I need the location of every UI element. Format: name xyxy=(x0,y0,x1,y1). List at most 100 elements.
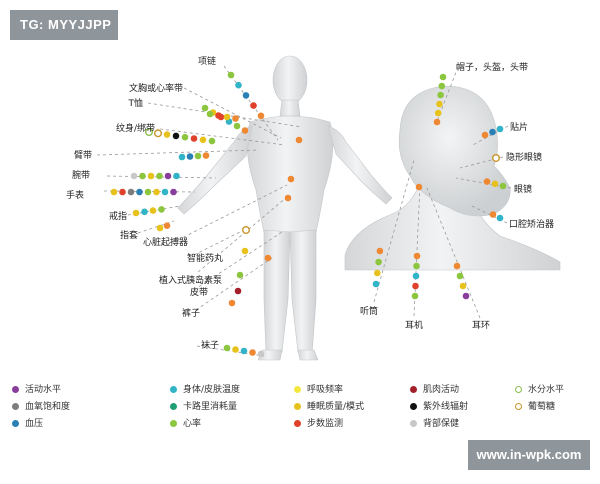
label-necklace: 项链 xyxy=(198,55,216,67)
sensor-dot-earphone-anchor xyxy=(413,252,421,260)
label-socks: 袜子 xyxy=(201,339,219,351)
legend-dot xyxy=(12,403,19,410)
sensor-dot-hat-sleep xyxy=(436,100,443,108)
legend-dot xyxy=(294,386,301,393)
legend-dot xyxy=(410,403,417,410)
label-glasses: 眼镜 xyxy=(514,183,532,195)
sensor-dot-hearing-aid-heart xyxy=(375,258,382,266)
sensor-dot-hearing-aid-sleep xyxy=(374,269,381,277)
sensor-dot-belt-2-muscle xyxy=(234,287,242,295)
sensor-dot-chest-strap-heart xyxy=(201,104,209,112)
label-watch: 手表 xyxy=(66,189,84,201)
label-patch: 贴片 xyxy=(510,121,528,133)
sensor-dot-hat-heart xyxy=(438,82,446,90)
sensor-dot-smart-pill-glucose xyxy=(241,225,250,234)
watermark-badge-bottom: www.in-wpk.com xyxy=(468,440,590,470)
sensor-dot-necklace-temp xyxy=(235,81,242,89)
sensor-dot-wristband-sleep xyxy=(147,172,155,180)
sensor-dot-wristband-activity xyxy=(164,172,172,180)
sensor-dot-arm-band-anchor xyxy=(202,152,210,159)
legend-dot xyxy=(12,386,19,393)
sensor-dot-earphone-heart xyxy=(411,292,419,300)
label-tshirt: T恤 xyxy=(128,97,144,109)
label-mouthguard: 口腔矫治器 xyxy=(509,218,554,230)
sensor-dot-wristband-heart xyxy=(139,172,146,180)
sensor-dot-necklace-steps xyxy=(250,102,257,109)
label-contact-lens: 隐形眼镜 xyxy=(506,151,542,163)
label-smart-pill: 智能药丸 xyxy=(187,252,223,264)
legend-dot xyxy=(410,420,417,427)
sensor-dot-glove-anchor xyxy=(163,222,171,229)
sensor-dot-tattoo-heart xyxy=(208,137,216,145)
sensor-dot-hat-sleep xyxy=(434,109,442,117)
label-wristband: 腕带 xyxy=(72,169,90,181)
sensor-dot-earring-activity xyxy=(462,292,470,300)
sensor-dot-watch-heart xyxy=(144,188,152,196)
sensor-dot-watch-steps xyxy=(119,188,126,196)
sensor-dot-chest-strap-anchor xyxy=(241,127,249,134)
label-chest-strap: 文胸或心率带 xyxy=(129,82,183,94)
label-hearing-aid: 听筒 xyxy=(360,305,378,317)
sensor-dot-pants-anchor xyxy=(228,299,236,307)
sensor-dot-watch-sleep xyxy=(110,188,118,196)
label-glove: 指套 xyxy=(120,229,138,241)
legend: 活动水平 血氧饱和度 血压 身体/皮肤温度 卡路里消耗量 心率 呼吸频率 睡眠质… xyxy=(12,384,600,434)
label-arm-band: 臂带 xyxy=(74,149,92,161)
sensor-dot-chest-strap-heart xyxy=(233,122,241,130)
body-figure xyxy=(177,55,393,361)
legend-dot xyxy=(170,420,177,427)
sensor-dot-contact-lens-glucose xyxy=(492,153,501,162)
sensor-dot-insulin-pump-2-anchor xyxy=(264,254,272,262)
sensor-dot-glasses-anchor xyxy=(483,178,491,185)
sensor-dot-mouthguard-temp xyxy=(496,214,504,222)
sensor-dot-hearing-aid-anchor xyxy=(376,247,384,255)
sensor-dot-watch-temp xyxy=(161,188,169,196)
label-hat: 帽子，头盔，头带 xyxy=(456,61,528,73)
sensor-dot-tshirt-heart xyxy=(206,110,214,118)
sensor-dot-earring-sleep xyxy=(459,282,467,290)
sensor-dot-tattoo-hydration xyxy=(144,127,153,136)
sensor-dot-ring-sleep xyxy=(132,209,140,217)
legend-dot xyxy=(515,403,522,410)
sensor-dot-tshirt-sleep xyxy=(223,113,231,121)
sensor-dot-watch-activity xyxy=(170,188,177,196)
sensor-dot-necklace-bp xyxy=(242,92,250,99)
sensor-dot-torso-center-anchor xyxy=(284,194,292,202)
sensor-dot-earphone-steps xyxy=(412,282,419,290)
watermark-badge-top: TG: MYYJJPP xyxy=(10,10,118,40)
label-tattoo: 纹身/绑带 xyxy=(116,122,155,134)
label-ring: 戒指 xyxy=(109,210,127,222)
sensor-dot-socks-sleep xyxy=(232,346,239,353)
sensor-dot-tattoo-sleep xyxy=(163,131,171,138)
sensor-dot-patch-bp xyxy=(489,128,496,136)
sensor-dot-arm-band-bp xyxy=(186,153,194,160)
legend-dot xyxy=(294,420,301,427)
sensor-dot-belt-heart xyxy=(236,271,244,279)
legend-dot xyxy=(410,386,417,393)
sensor-dot-hat-heart xyxy=(439,73,447,81)
sensor-dot-hat-anchor xyxy=(433,118,441,126)
label-pacemaker: 心脏起搏器 xyxy=(143,236,188,248)
sensor-dot-shoulder-right-anchor xyxy=(295,136,303,144)
legend-dot xyxy=(170,403,177,410)
legend-dot xyxy=(294,403,301,410)
sensor-dot-arm-band-heart xyxy=(194,152,202,160)
sensor-dot-glasses-heart xyxy=(499,182,507,190)
sensor-dot-ring-sleep xyxy=(149,207,157,214)
sensor-dot-tattoo-glucose xyxy=(153,129,162,138)
sensor-dot-tattoo-sleep xyxy=(199,136,207,144)
sensor-dot-tshirt-steps xyxy=(215,112,222,119)
label-earphone: 耳机 xyxy=(405,319,423,331)
sensor-dot-glasses-sleep xyxy=(491,180,499,188)
label-earring: 耳环 xyxy=(472,320,490,331)
sensor-dot-earphone-heart xyxy=(413,262,420,270)
sensor-dot-patch-anchor xyxy=(481,131,489,139)
head-figure xyxy=(344,85,561,271)
sensor-dot-necklace-anchor xyxy=(257,112,265,120)
sensor-dot-hearing-aid-temp xyxy=(372,280,380,288)
sensor-dot-tattoo-uv xyxy=(172,132,180,140)
sensor-dot-earphone-temp xyxy=(412,272,420,280)
sensor-dot-insulin-pump-sleep xyxy=(241,247,249,255)
